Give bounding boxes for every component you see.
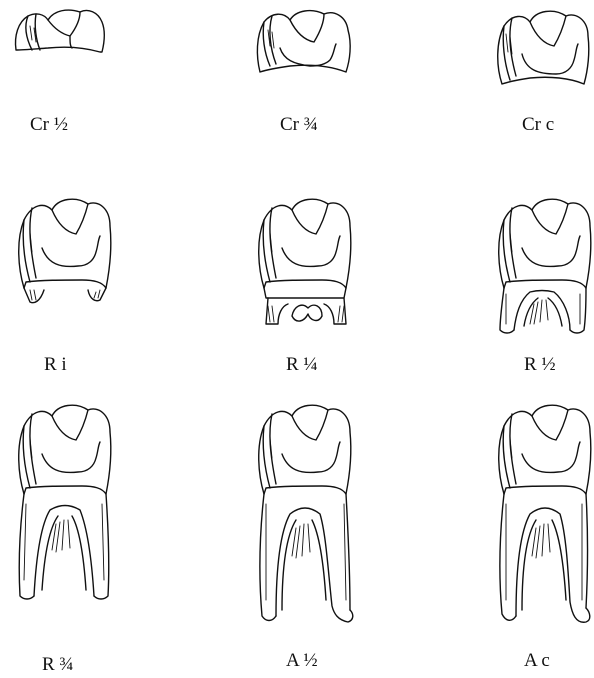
- stage-label-cr-three-quarter: Cr ¾: [280, 114, 318, 135]
- tooth-a-complete: [499, 405, 591, 622]
- stage-label-cr-half: Cr ½: [30, 114, 68, 135]
- stage-label-cr-complete: Cr c: [522, 114, 554, 135]
- stage-label-a-half: A ½: [286, 650, 318, 671]
- tooth-r-initial: [19, 199, 111, 302]
- tooth-r-three-quarter: [19, 405, 111, 599]
- tooth-a-half: [259, 405, 353, 622]
- tooth-r-quarter: [259, 199, 351, 324]
- tooth-cr-three-quarter: [257, 11, 350, 72]
- tooth-cr-complete: [498, 11, 589, 84]
- stage-label-r-half: R ½: [524, 354, 556, 375]
- stage-label-r-three-quarter: R ¾: [42, 654, 74, 675]
- stage-label-a-complete: A c: [524, 650, 550, 671]
- stage-label-r-quarter: R ¼: [286, 354, 318, 375]
- tooth-r-half: [499, 199, 591, 333]
- tooth-cr-half: [16, 10, 105, 52]
- stage-label-r-initial: R i: [44, 354, 67, 375]
